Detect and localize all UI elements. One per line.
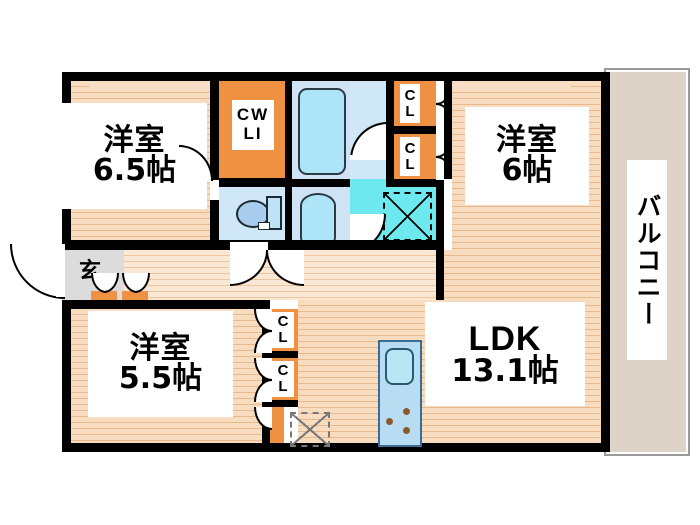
toilet-paper-holder-icon: [258, 222, 270, 230]
wall-cwl-bottom: [219, 178, 285, 187]
refrigerator-space-icon: [290, 412, 330, 447]
wall-cl-top-1-bottom: [386, 126, 436, 134]
bathtub-icon: [298, 88, 346, 175]
wall-cl-mid-left: [262, 300, 270, 314]
bedroom-top-left-label: 洋室 6.5帖: [62, 103, 207, 209]
cl-mid-2-line1: C: [277, 362, 289, 380]
wall-bottom: [62, 443, 610, 452]
cwl-label-line1: CW: [236, 105, 270, 125]
bedroom-top-right-label: 洋室 6帖: [465, 107, 589, 205]
cl-closet-top-2-label: C L: [400, 137, 420, 176]
bedroom-top-left-size: 6.5帖: [92, 153, 177, 188]
cl-top-2-line1: C: [404, 139, 416, 157]
cl-closet-mid-2-label: C L: [272, 361, 294, 397]
cl-mid-2-line2: L: [278, 378, 288, 395]
stove-burner-3: [403, 427, 410, 434]
shoe-box-1: [91, 291, 117, 301]
partition-strip-orange: [270, 407, 284, 443]
cl-closet-top-1-label: C L: [400, 84, 420, 123]
wall-bath-block-left: [292, 72, 298, 81]
wall-bedroom-top-left-right-lower: [210, 200, 219, 250]
wall-cl-mid-1-bottom: [262, 351, 298, 358]
cl-top-1-line1: C: [404, 86, 416, 104]
ldk-label: LDK 13.1帖: [425, 302, 585, 406]
bedroom-bottom-left-label: 洋室 5.5帖: [88, 311, 233, 417]
cl-top-1-line2: L: [405, 102, 415, 120]
cl-top-2-line2: L: [405, 155, 415, 173]
wall-right: [601, 72, 610, 452]
ldk-size: 13.1帖: [451, 352, 559, 389]
wall-cl-mid-2-bottom: [262, 400, 298, 407]
wall-bathroom-bottom: [292, 179, 350, 187]
stove-burner-1: [403, 408, 410, 415]
bedroom-top-right-size: 6帖: [501, 153, 553, 188]
bedroom-bottom-left-size: 5.5帖: [118, 361, 203, 396]
shoe-box-2: [122, 291, 148, 301]
bathroom-door-leaf[interactable]: [350, 155, 386, 160]
balcony-label: バルコニー: [627, 160, 667, 360]
cl-mid-1-line2: L: [278, 329, 288, 346]
wall-bedroom-top-right-left: [444, 72, 452, 179]
washroom-wet-area-upper: [350, 179, 386, 199]
wall-top: [62, 72, 610, 81]
stove-burner-2: [386, 418, 393, 425]
wall-bedroom-top-left-bottom: [62, 240, 219, 250]
toilet-tank-icon: [266, 196, 282, 230]
entrance-door-leaf[interactable]: [56, 244, 64, 297]
cwl-closet-label: CW LI: [232, 100, 274, 150]
wall-ldk-top: [436, 244, 444, 300]
bedroom-top-left-threshold: [89, 81, 210, 90]
bedroom-top-right-threshold: [452, 81, 571, 90]
ldk-name: LDK: [468, 319, 542, 358]
cl-mid-1-line1: C: [277, 313, 289, 331]
kitchen-sink-icon: [385, 348, 414, 385]
ldk-floor-upper-strip: [444, 250, 601, 300]
cwl-label-line2: LI: [243, 124, 263, 143]
wall-corridor-bottom-left: [62, 300, 262, 309]
wall-cwl-right: [285, 72, 292, 187]
bedroom-bottom-left-name: 洋室: [129, 331, 192, 366]
wall-left-lower: [62, 300, 71, 452]
wall-toilet-right: [285, 187, 292, 240]
wall-bedroom-top-left-right: [210, 72, 219, 180]
wall-cl-top-2-bottom: [386, 179, 444, 187]
wall-washroom-right: [436, 179, 444, 250]
washing-machine-space-icon: [383, 192, 432, 241]
bedroom-top-left-name: 洋室: [103, 123, 166, 158]
wall-washroom-bottom: [292, 240, 444, 250]
bedroom-top-right-name: 洋室: [496, 123, 558, 158]
cl-closet-mid-1-label: C L: [272, 312, 294, 348]
toilet-door-leaf[interactable]: [230, 242, 268, 251]
